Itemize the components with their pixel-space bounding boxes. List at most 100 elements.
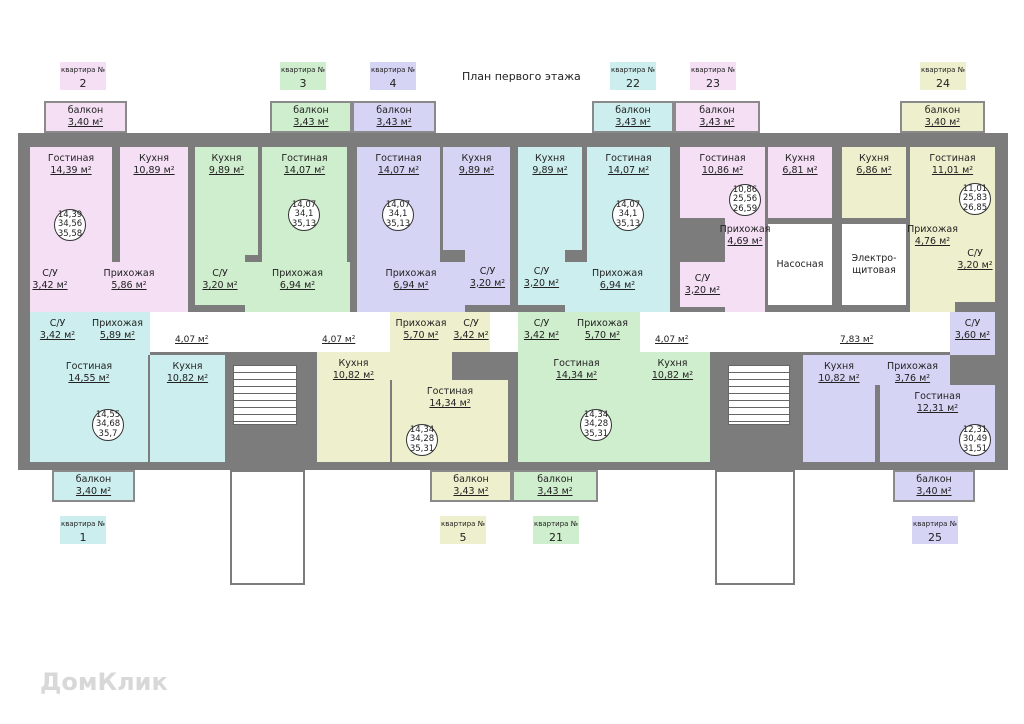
- room-area: 4,69 м²: [727, 236, 763, 247]
- total-value: 35,31: [409, 443, 435, 454]
- staircase: [728, 365, 790, 425]
- total-value: 14,39: [57, 209, 83, 220]
- total-value: 34,68: [95, 419, 121, 430]
- total-value: 30,49: [962, 434, 988, 445]
- balcony-name: балкон: [293, 105, 329, 116]
- apartment-number: 23: [706, 77, 720, 90]
- total-value: 34,56: [57, 219, 83, 230]
- room-name: Гостиная: [281, 153, 328, 164]
- total-value: 25,83: [962, 193, 988, 204]
- room-name: Кухня: [824, 361, 854, 372]
- balcony-name: балкон: [615, 105, 651, 116]
- room-area: 5,86 м²: [111, 280, 147, 291]
- room-area: 3,20 м²: [684, 284, 721, 296]
- total-value: 25,56: [732, 194, 758, 205]
- room-name: Кухня: [535, 153, 565, 164]
- balcony-area: 3,40 м²: [75, 486, 112, 497]
- apartment-number: 24: [936, 77, 950, 90]
- total-value: 14,07: [291, 199, 317, 210]
- total-value: 35,31: [583, 428, 609, 439]
- apartment-number: 4: [389, 77, 397, 90]
- room-name: Гостиная: [375, 153, 422, 164]
- balcony-name: балкон: [75, 474, 112, 485]
- balcony-area: 3,43 м²: [453, 486, 489, 497]
- room-name: Гостиная: [929, 153, 976, 164]
- room-area: 4,76 м²: [914, 236, 951, 247]
- room-area: 6,94 м²: [599, 280, 636, 291]
- apartment-label: квартира № 23: [690, 62, 736, 90]
- total-value: 35,58: [57, 228, 83, 239]
- room-area: 11,01 м²: [931, 165, 974, 176]
- watermark-logo: ДомКлик: [40, 668, 168, 696]
- room-area: 14,55 м²: [68, 373, 110, 384]
- room-area: 14,34 м²: [555, 370, 598, 381]
- room-area: 9,89 м²: [458, 165, 495, 176]
- balcony-area: 3,43 м²: [376, 117, 412, 128]
- room-name: Гостиная: [553, 358, 600, 369]
- technical-room: Электро-щитовая: [842, 224, 906, 305]
- corridor-area: 4,07 м²: [322, 335, 356, 345]
- total-value: 35,7: [98, 428, 118, 439]
- room-area: 14,07 м²: [283, 165, 326, 176]
- apartment-label-text: квартира №: [281, 66, 325, 74]
- room-name: Кухня: [139, 153, 169, 164]
- room-area: 6,81 м²: [782, 165, 818, 176]
- room-area: 3,20 м²: [523, 277, 560, 289]
- room-name: Прихожая: [395, 318, 447, 329]
- staircase: [233, 365, 297, 425]
- room-area: 9,89 м²: [532, 165, 568, 176]
- total-value: 34,1: [294, 209, 314, 220]
- apartment-number: 21: [549, 531, 563, 544]
- apartment-label-text: квартира №: [691, 66, 735, 74]
- room-area: 3,76 м²: [894, 373, 931, 384]
- apartment-label-text: квартира №: [371, 66, 415, 74]
- technical-room-name: Электро-щитовая: [851, 252, 897, 276]
- apartment-label-text: квартира №: [921, 66, 965, 74]
- balcony-area: 3,43 м²: [537, 486, 573, 497]
- room-name: Кухня: [338, 358, 369, 369]
- corridor-area: 4,07 м²: [175, 335, 209, 345]
- entrance-vestibule: [230, 470, 305, 585]
- technical-room: Насосная: [768, 224, 832, 305]
- room-area: 3,42 м²: [32, 280, 68, 291]
- total-value: 34,1: [388, 209, 408, 220]
- room-name: Кухня: [859, 153, 889, 164]
- balcony-name: балкон: [67, 105, 104, 116]
- room-area: 3,20 м²: [469, 277, 506, 289]
- balcony-name: балкон: [916, 474, 952, 485]
- room-area: 12,31 м²: [916, 403, 959, 414]
- room-name: С/У: [463, 318, 479, 329]
- balcony-area: 3,40 м²: [916, 486, 952, 497]
- room-name: Гостиная: [47, 153, 95, 164]
- balcony-name: балкон: [699, 105, 735, 116]
- balcony-name: балкон: [376, 105, 412, 116]
- room-area: 14,39 м²: [50, 165, 92, 176]
- apartment-number: 25: [928, 531, 942, 544]
